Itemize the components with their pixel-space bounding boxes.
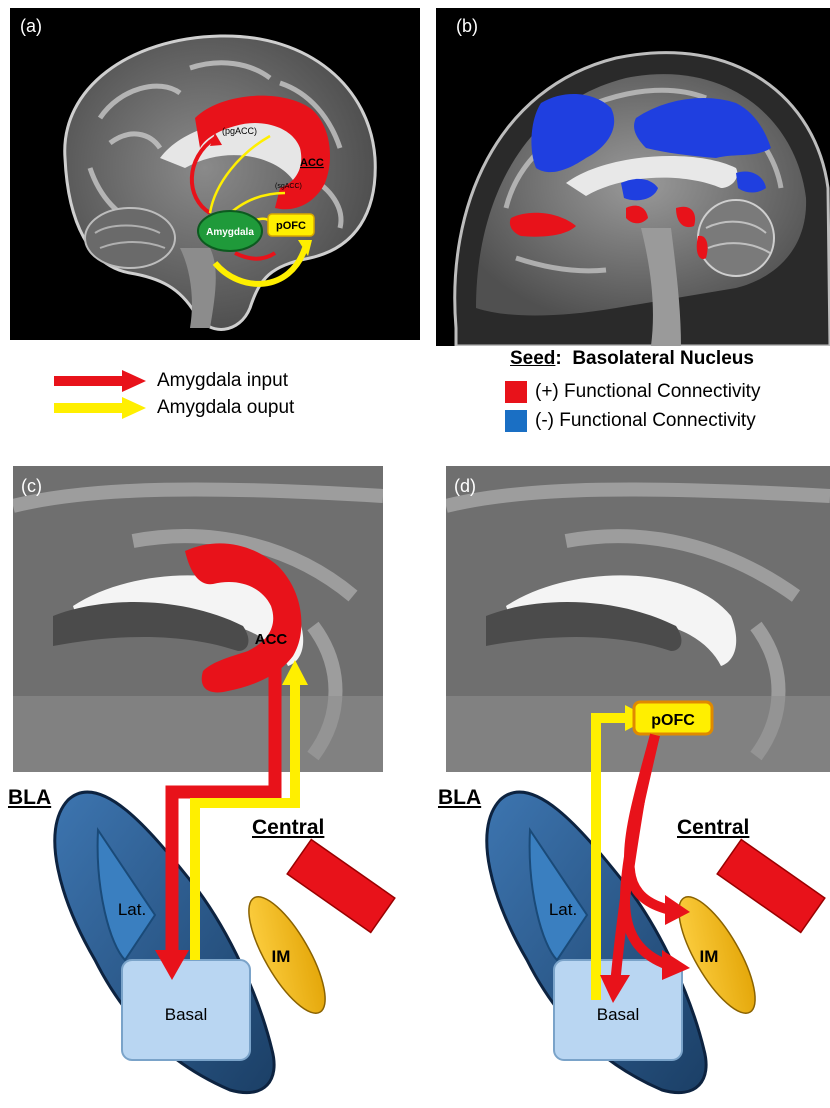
panel-a-brain-image: (pgACC) ACC (sgACC) Amygdala pOFC xyxy=(10,8,420,340)
panel-b-label: (b) xyxy=(456,16,478,37)
panel-d-brain-image xyxy=(446,466,830,772)
panel-d: (d) xyxy=(446,466,830,772)
panel-a-sgacc-label: (sgACC) xyxy=(275,183,302,190)
positive-swatch xyxy=(505,381,527,403)
c-basal-label: Basal xyxy=(165,1005,208,1024)
panel-c-brain-image: ACC xyxy=(13,466,383,772)
d-lat-label: Lat. xyxy=(549,900,577,919)
panel-b: (b) xyxy=(436,8,830,346)
panel-a: (pgACC) ACC (sgACC) Amygdala pOFC (a) xyxy=(10,8,420,340)
panel-b-brain-image xyxy=(436,8,830,346)
d-basal-label: Basal xyxy=(597,1005,640,1024)
c-im-label: IM xyxy=(272,947,291,966)
panel-c-label: (c) xyxy=(21,476,42,497)
d-central-title: Central xyxy=(677,816,749,840)
c-central-title: Central xyxy=(252,816,324,840)
c-bla-title: BLA xyxy=(8,786,51,810)
d-im-label: IM xyxy=(700,947,719,966)
panel-c: ACC (c) xyxy=(13,466,383,772)
panel-a-acc-label: ACC xyxy=(300,157,324,169)
seed-word: Seed xyxy=(510,348,555,369)
seed-name: Basolateral Nucleus xyxy=(572,348,754,369)
seed-title: Seed: Basolateral Nucleus xyxy=(510,348,754,370)
d-bla-title: BLA xyxy=(438,786,481,810)
panel-c-acc-label: ACC xyxy=(255,631,288,648)
negative-label: (-) Functional Connectivity xyxy=(535,410,756,432)
legend-positive: (+) Functional Connectivity xyxy=(505,381,760,403)
legend-negative: (-) Functional Connectivity xyxy=(505,410,756,432)
legend-input-label: Amygdala input xyxy=(157,370,288,392)
panel-a-pofc-label: pOFC xyxy=(276,220,306,232)
panel-a-amygdala-label: Amygdala xyxy=(206,227,254,238)
arrow-legend: Amygdala input Amygdala ouput xyxy=(54,368,384,428)
positive-label: (+) Functional Connectivity xyxy=(535,381,760,403)
panel-a-label: (a) xyxy=(20,16,42,37)
c-lat-label: Lat. xyxy=(118,900,146,919)
panel-a-pgacc-label: (pgACC) xyxy=(222,126,257,136)
panel-d-label: (d) xyxy=(454,476,476,497)
negative-swatch xyxy=(505,410,527,432)
legend-output-label: Amygdala ouput xyxy=(157,397,294,419)
